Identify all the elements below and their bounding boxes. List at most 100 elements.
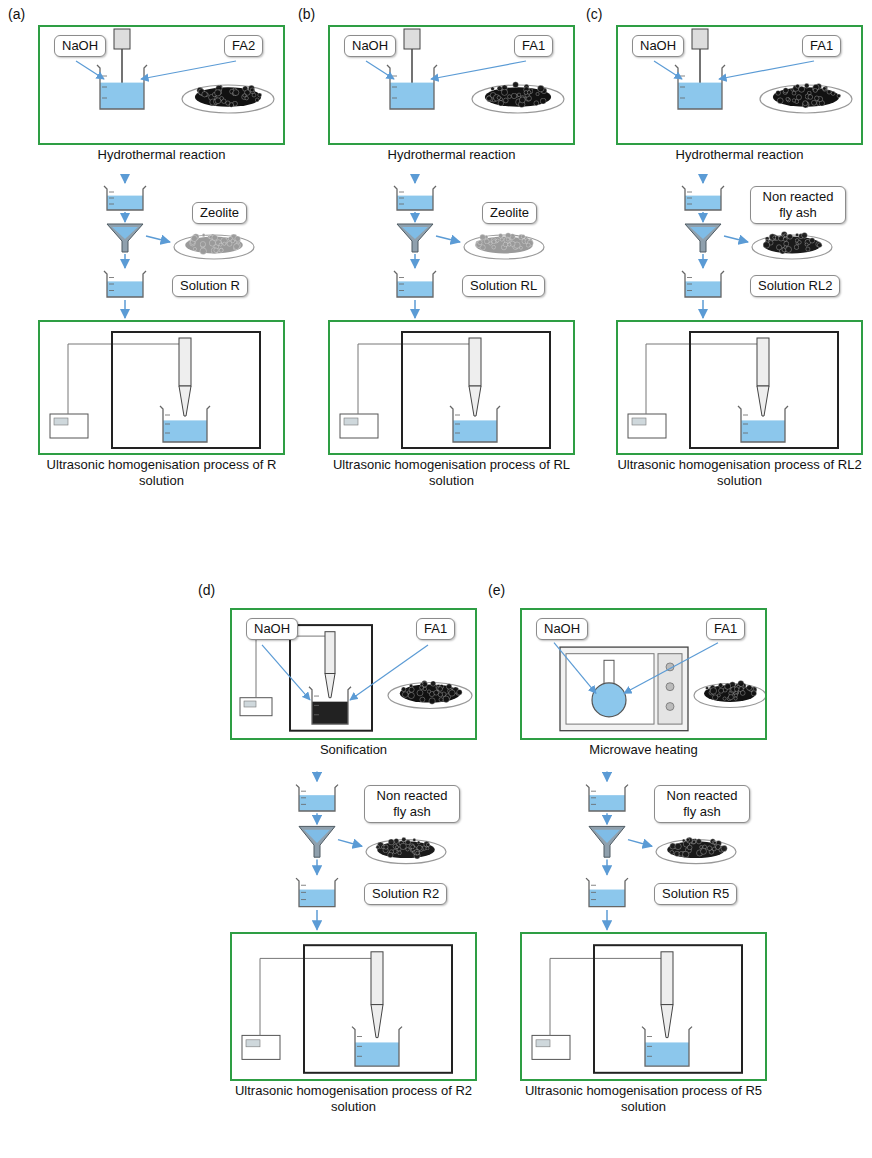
- beaker-tick: [102, 98, 107, 99]
- leader-arrow: [141, 61, 236, 79]
- beaker-tick: [301, 804, 306, 805]
- generator-unit: [532, 1035, 570, 1059]
- sonicator-probe: [325, 632, 335, 674]
- beaker: [387, 65, 437, 109]
- beaker-tick: [301, 892, 306, 893]
- beaker-tick: [357, 1046, 362, 1047]
- plate: [182, 85, 274, 113]
- step-caption: Ultrasonic homogenisation process of R s…: [30, 457, 293, 489]
- beaker-tick: [165, 424, 170, 425]
- label-box: Solution R2: [364, 883, 447, 905]
- powder-grain: [783, 88, 788, 93]
- powder-grain: [723, 697, 726, 700]
- powder-grain: [776, 90, 781, 95]
- beaker-tick: [687, 198, 692, 199]
- powder-grain: [406, 847, 410, 851]
- beaker-tick: [301, 899, 306, 900]
- label-text: FA1: [810, 38, 833, 54]
- generator-wire: [550, 958, 662, 1035]
- flow-arrow: [414, 212, 416, 222]
- powder-grain: [776, 245, 781, 250]
- powder-grain: [491, 87, 495, 91]
- flow-arrow: [628, 840, 652, 847]
- process-box: Hydrothermal reactionNaOHFA1: [328, 25, 575, 145]
- powder-grain: [517, 93, 520, 96]
- label-box: Solution R5: [654, 883, 737, 905]
- funnel: [589, 826, 625, 857]
- beaker-tick: [687, 277, 692, 278]
- process-box: Hydrothermal reactionNaOHFA1: [616, 25, 863, 145]
- powder-pile: [667, 841, 725, 858]
- leader-arrow: [431, 61, 526, 79]
- powder-grain: [497, 86, 502, 91]
- powder-grain: [400, 843, 406, 849]
- powder-grain: [424, 841, 430, 847]
- powder-grain: [200, 248, 207, 255]
- powder-grain: [449, 690, 455, 696]
- label-box: FA1: [416, 618, 455, 640]
- beaker-liquid: [107, 281, 143, 297]
- label-box: FA2: [224, 35, 263, 57]
- label-box: FA1: [802, 35, 841, 57]
- powder-grain: [721, 845, 727, 851]
- flow-arrow: [702, 174, 704, 183]
- process-box: Ultrasonic homogenisation process of R2 …: [230, 932, 477, 1081]
- label-text: FA1: [714, 621, 737, 637]
- powder-grain: [503, 98, 508, 103]
- powder-grain: [417, 690, 423, 696]
- beaker-tick: [109, 198, 114, 199]
- powder-grain: [670, 850, 674, 854]
- plate: [760, 85, 852, 113]
- generator-unit: [240, 698, 272, 716]
- funnel: [685, 224, 721, 252]
- beaker: [738, 406, 788, 442]
- label-text: FA1: [424, 621, 447, 637]
- flow-arrow: [316, 859, 318, 874]
- powder-grain: [796, 84, 800, 88]
- microwave-body: [560, 647, 688, 731]
- leader-arrow: [366, 61, 394, 79]
- powder-pile: [773, 87, 839, 107]
- powder-grain: [792, 99, 795, 102]
- label-text: Non reacted fly ash: [662, 788, 742, 820]
- process-box: Hydrothermal reactionNaOHFA2: [38, 25, 285, 145]
- powder-grain: [706, 687, 709, 690]
- beaker-tick: [455, 415, 460, 416]
- flow-arrow: [606, 813, 608, 824]
- powder-grain: [675, 843, 681, 849]
- step-caption: Hydrothermal reaction: [30, 147, 293, 163]
- powder-grain: [751, 691, 756, 696]
- powder-grain: [446, 684, 451, 689]
- powder-grain: [252, 93, 256, 97]
- sonicator-frame: [402, 332, 550, 448]
- beaker-tick: [687, 204, 692, 205]
- beaker-tick: [455, 424, 460, 425]
- flow-arrow: [124, 212, 126, 222]
- plate: [472, 85, 564, 113]
- powder-grain: [786, 246, 792, 252]
- powder-grain: [526, 243, 530, 247]
- powder-grain: [376, 845, 380, 849]
- panel-label: (b): [298, 6, 315, 22]
- stirrer-motor: [404, 29, 420, 49]
- powder-grain: [413, 838, 416, 841]
- flow-arrow: [316, 813, 318, 824]
- flow-arrow: [124, 174, 126, 183]
- powder-grain: [439, 698, 443, 702]
- powder-grain: [506, 238, 509, 241]
- powder-grain: [500, 238, 503, 241]
- plate: [464, 235, 544, 259]
- beaker-liquid: [741, 420, 785, 442]
- label-text: NaOH: [254, 621, 290, 637]
- beaker-tick: [399, 277, 404, 278]
- powder-grain: [384, 845, 388, 849]
- generator-screen: [246, 1040, 260, 1047]
- powder-grain: [457, 689, 462, 694]
- plate: [366, 840, 446, 864]
- powder-grain: [796, 95, 801, 100]
- probe-tip: [469, 386, 481, 416]
- powder-grain: [233, 90, 239, 96]
- powder-grain: [508, 95, 512, 99]
- funnel: [299, 826, 335, 857]
